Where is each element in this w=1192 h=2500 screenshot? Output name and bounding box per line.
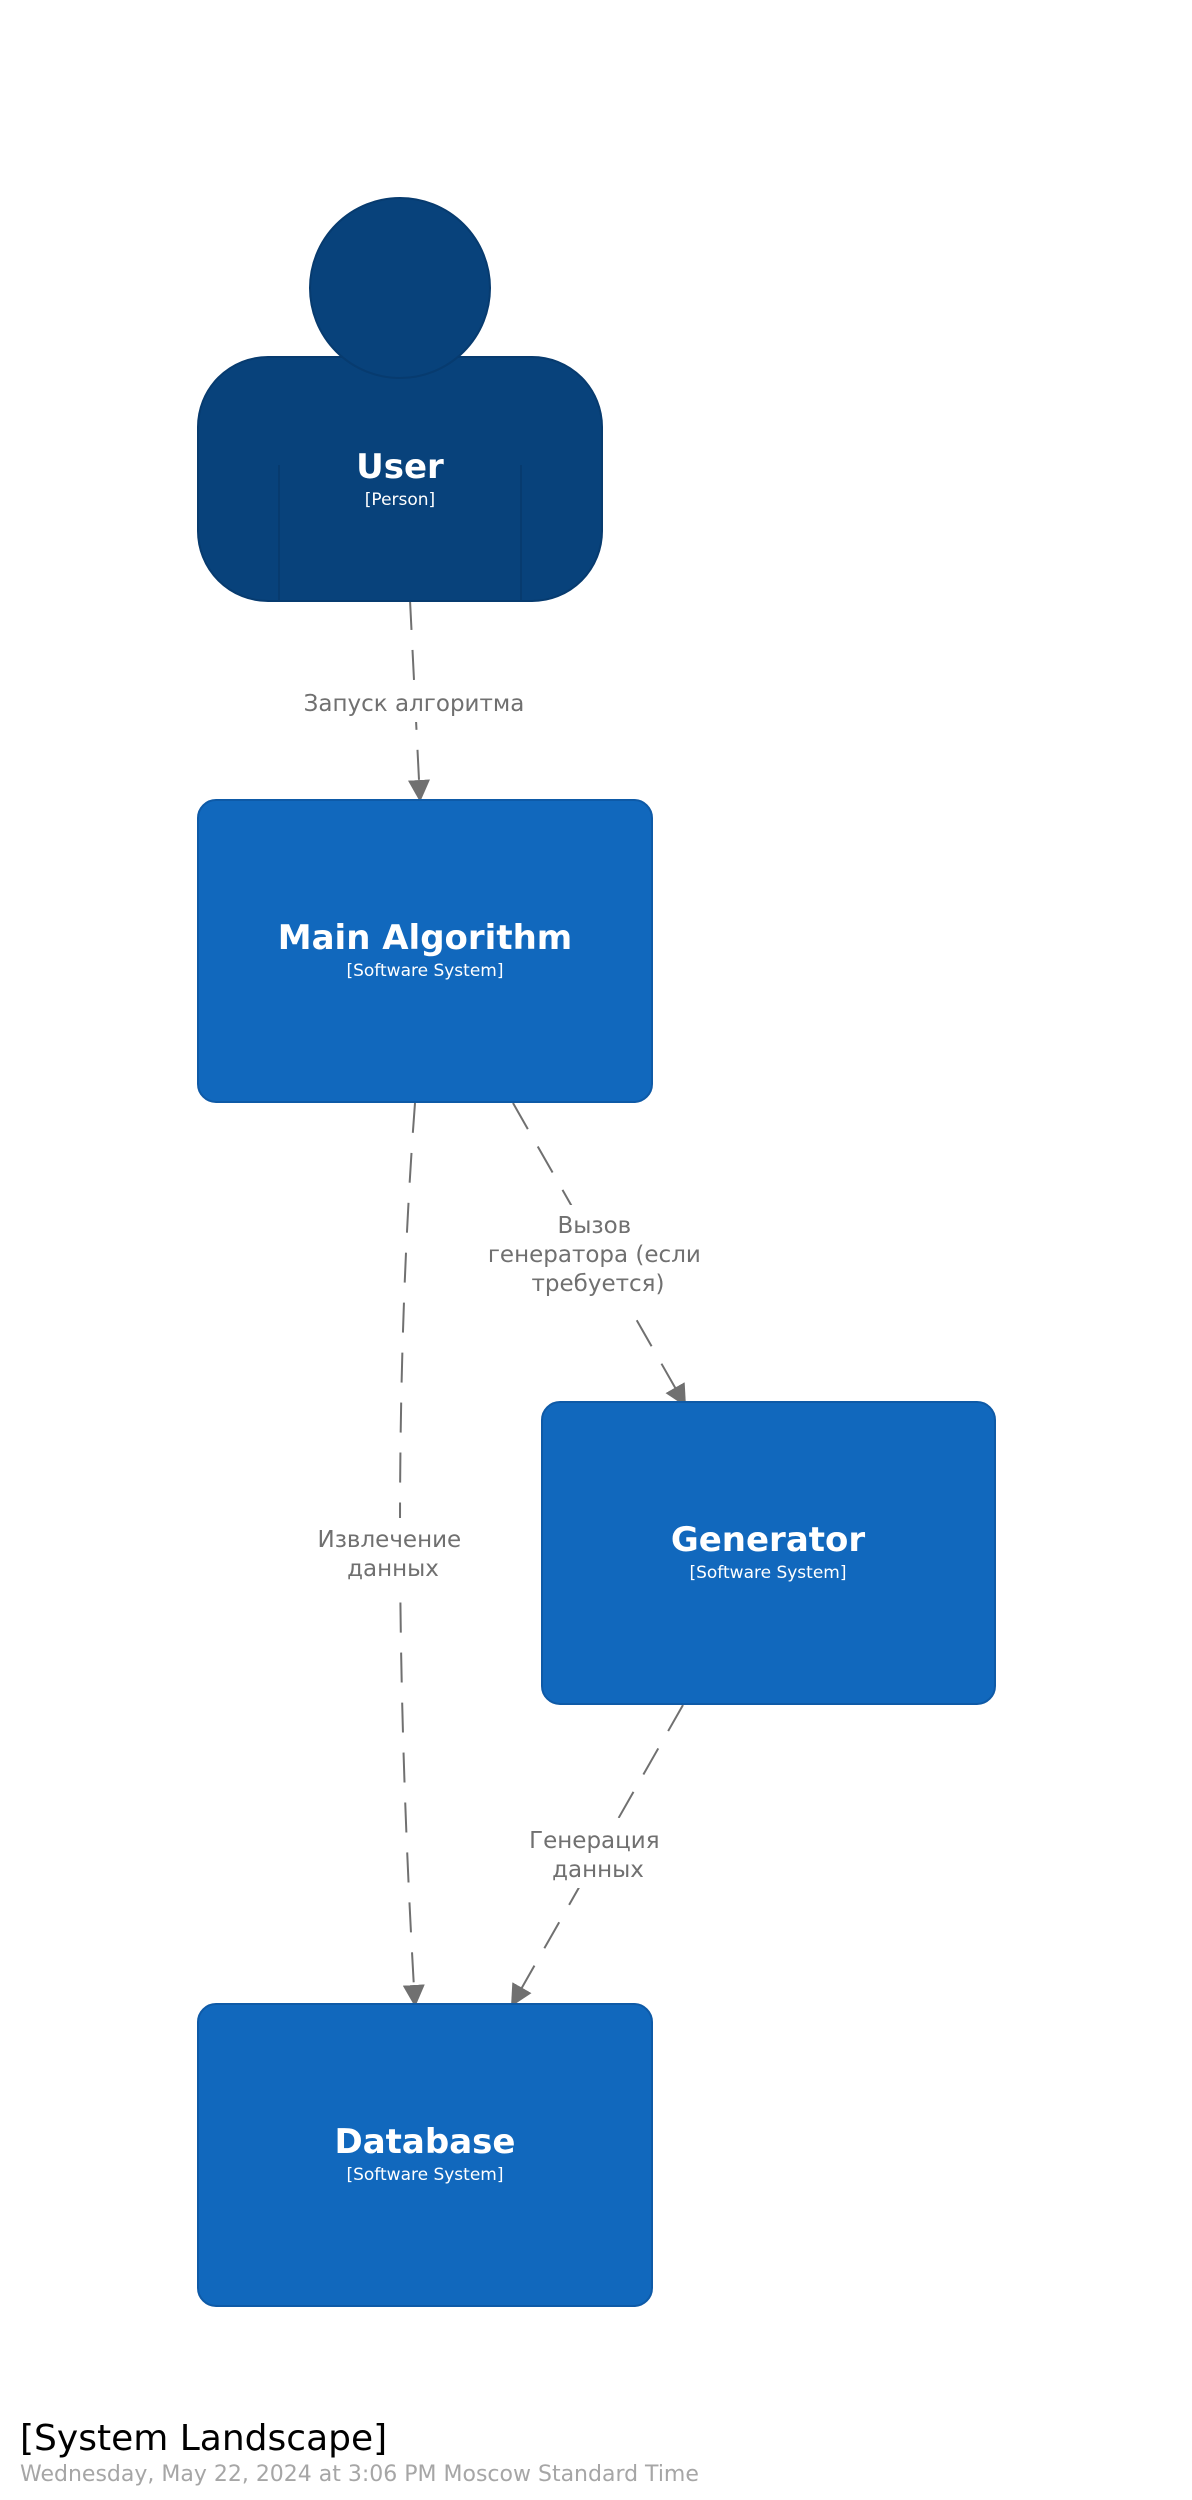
system-landscape-diagram: Запуск алгоритма Вызов генератора (если … <box>197 197 996 2307</box>
edge-label-generator-to-database: Генерация данных <box>529 1828 667 1883</box>
node-box <box>541 1401 996 1705</box>
edge-label-background <box>490 1205 700 1305</box>
person-user[interactable]: User [Person] <box>197 197 603 602</box>
node-type: [Person] <box>365 490 435 510</box>
edge-label-main-algorithm-to-database: Извлечение данных <box>317 1527 468 1582</box>
node-title: Main Algorithm <box>278 918 572 958</box>
node-type: [Software System] <box>346 961 503 981</box>
node-title: User <box>356 447 444 487</box>
edge-user-to-main-algorithm[interactable]: Запуск алгоритма <box>304 599 525 802</box>
node-type: [Software System] <box>346 2165 503 2185</box>
diagram-timestamp: Wednesday, May 22, 2024 at 3:06 PM Mosco… <box>20 2462 699 2487</box>
edge-label-user-to-main-algorithm: Запуск алгоритма <box>304 691 525 717</box>
node-title: Generator <box>671 1520 866 1560</box>
software-system-database[interactable]: Database [Software System] <box>197 2003 653 2307</box>
edge-label-background <box>305 682 525 722</box>
edge-label-background <box>523 1818 673 1888</box>
diagram-title: [System Landscape] <box>20 2418 388 2459</box>
node-title: Database <box>335 2122 516 2162</box>
software-system-generator[interactable]: Generator [Software System] <box>541 1401 996 1705</box>
edge-main-algorithm-to-database[interactable]: Извлечение данных <box>310 1102 480 2007</box>
software-system-main-algorithm[interactable]: Main Algorithm [Software System] <box>197 799 653 1103</box>
node-box <box>197 2003 653 2307</box>
edge-generator-to-database[interactable]: Генерация данных <box>511 1704 684 2007</box>
edge-label-main-algorithm-to-generator: Вызов генератора (если требуется) <box>488 1213 708 1297</box>
edge-label-background <box>310 1518 480 1588</box>
person-head <box>309 197 491 379</box>
node-type: [Software System] <box>689 1563 846 1583</box>
edge-main-algorithm-to-generator[interactable]: Вызов генератора (если требуется) <box>488 1102 708 1407</box>
node-box <box>197 799 653 1103</box>
